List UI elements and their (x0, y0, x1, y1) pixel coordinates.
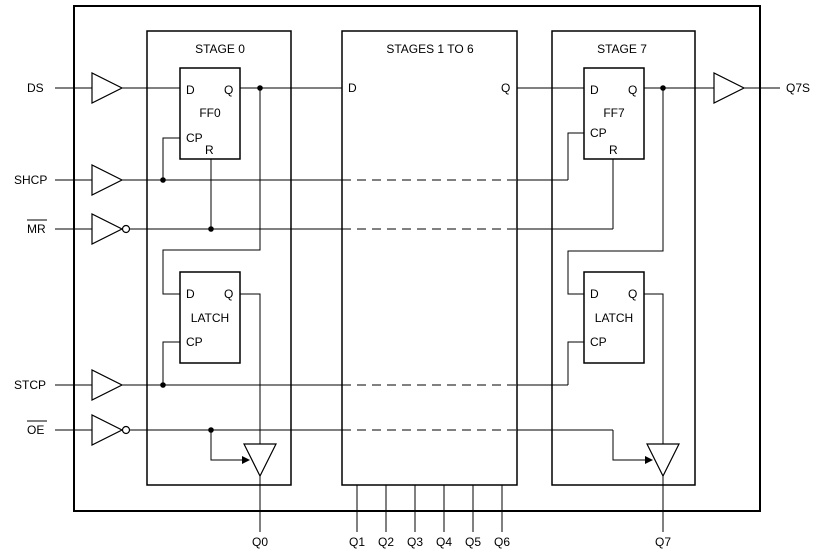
ff0-name: FF0 (199, 106, 221, 120)
output-q4-label: Q4 (436, 535, 452, 549)
stage7-tristate-buffer (646, 443, 680, 478)
stage0-tristate-buffer (243, 443, 277, 478)
latch7: D Q LATCH CP (583, 271, 645, 364)
q7s-buffer (713, 72, 746, 104)
input-mr: MR (27, 213, 342, 245)
ff0-r-pin: R (205, 143, 214, 157)
input-oe: OE (27, 414, 342, 446)
latch0: D Q LATCH CP (179, 271, 241, 364)
ds-buffer (91, 72, 124, 104)
ff7: D Q FF7 CP R (583, 67, 645, 160)
oe-inverter (91, 414, 124, 446)
latch7-q-pin: Q (628, 287, 637, 301)
ff7-q-pin: Q (628, 83, 637, 97)
latch7-name: LATCH (595, 311, 633, 325)
output-q1-label: Q1 (349, 535, 365, 549)
input-mr-label: MR (27, 222, 46, 236)
latch0-q-pin: Q (224, 287, 233, 301)
latch0-cp-pin: CP (186, 335, 203, 349)
middle-stages-title: STAGES 1 TO 6 (386, 42, 474, 56)
middle-stages-box (341, 30, 518, 486)
latch0-name: LATCH (191, 311, 229, 325)
middle-q-pin: Q (501, 81, 510, 95)
output-q2-label: Q2 (378, 535, 394, 549)
latch7-cp-pin: CP (590, 335, 607, 349)
output-q7-label: Q7 (655, 535, 671, 549)
ff7-cp-pin: CP (590, 126, 607, 140)
shcp-buffer (91, 164, 124, 196)
ff0-cp-pin: CP (186, 131, 203, 145)
latch0-d-pin: D (186, 287, 195, 301)
output-q3-label: Q3 (407, 535, 423, 549)
output-q6-label: Q6 (494, 535, 510, 549)
middle-d-pin: D (348, 81, 357, 95)
input-shcp-label: SHCP (14, 173, 47, 187)
stcp-buffer (91, 369, 124, 401)
input-shcp: SHCP (14, 164, 342, 196)
stage7-title: STAGE 7 (597, 42, 647, 56)
ff0-q-pin: Q (224, 83, 233, 97)
ff7-r-pin: R (609, 143, 618, 157)
output-q5-label: Q5 (465, 535, 481, 549)
ff7-d-pin: D (590, 83, 599, 97)
output-q0-label: Q0 (252, 535, 268, 549)
input-ds: DS (27, 72, 180, 104)
input-oe-label: OE (27, 423, 44, 437)
ff7-name: FF7 (603, 106, 625, 120)
latch7-d-pin: D (590, 287, 599, 301)
ff0-d-pin: D (186, 83, 195, 97)
ff0: D Q FF0 CP R (179, 67, 241, 160)
input-ds-label: DS (27, 81, 44, 95)
stage0-title: STAGE 0 (195, 42, 245, 56)
output-q7s-label: Q7S (786, 81, 810, 95)
mr-inverter (91, 213, 124, 245)
input-stcp: STCP (14, 369, 342, 401)
input-stcp-label: STCP (14, 378, 46, 392)
